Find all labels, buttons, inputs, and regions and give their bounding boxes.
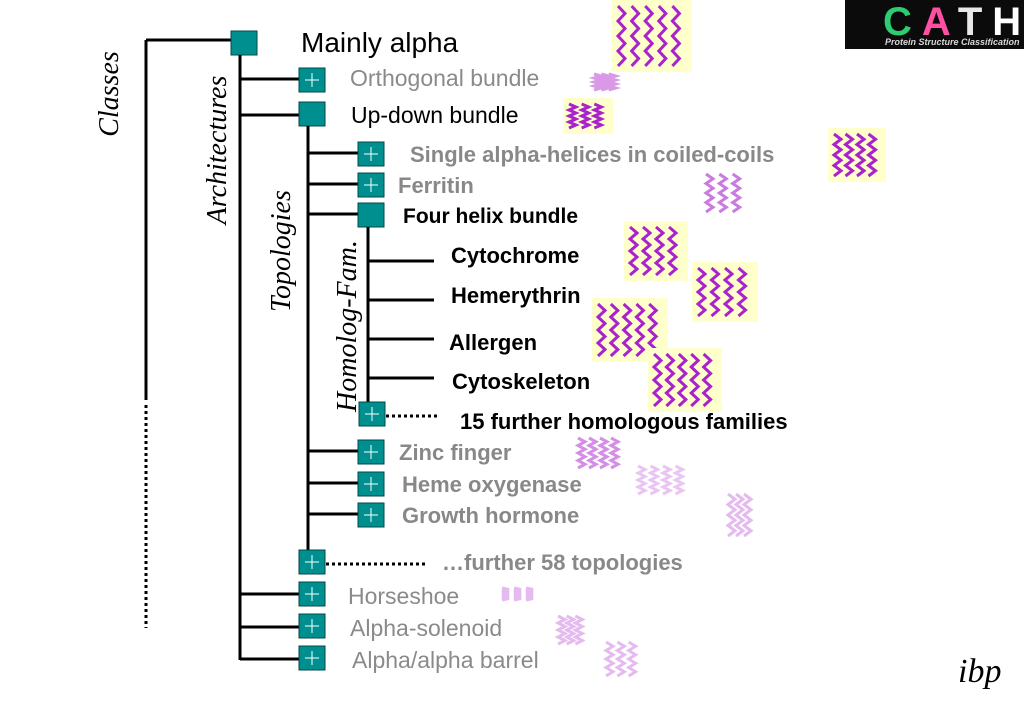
topology-label-zinc-finger: Zinc finger <box>399 440 512 465</box>
protein-thumb-up-down <box>563 98 613 134</box>
logo-letter-h: H <box>992 0 1024 44</box>
further-families-label: 15 further homologous families <box>460 409 788 434</box>
ibp-logo: ibp <box>958 653 1002 690</box>
protein-thumb-solenoid <box>554 614 586 646</box>
family-label-hemerythrin: Hemerythrin <box>451 283 581 308</box>
protein-thumb-orthogonal <box>588 72 622 92</box>
architecture-label-horseshoe: Horseshoe <box>348 583 460 609</box>
protein-thumb-mainly-alpha <box>612 0 692 72</box>
topology-label-four-helix-bundle: Four helix bundle <box>403 205 579 228</box>
protein-thumb-ferritin <box>703 172 743 214</box>
topology-node-heme <box>357 471 385 497</box>
protein-thumb-single-helices <box>828 128 886 182</box>
architecture-node-orthogonal <box>298 67 326 93</box>
protein-thumb-barrel <box>603 640 639 678</box>
logo-letter-a: A <box>921 0 958 44</box>
family-label-cytochrome: Cytochrome <box>451 243 580 268</box>
protein-thumb-hemerythrin <box>692 262 758 322</box>
cath-logo: CATH Protein Structure Classification <box>845 0 1024 49</box>
protein-thumb-growth <box>725 492 754 538</box>
architecture-label-alpha-solenoid: Alpha-solenoid <box>350 615 503 641</box>
cath-logo-letters: CATH <box>883 2 1024 42</box>
family-label-cytoskeleton: Cytoskeleton <box>452 369 591 394</box>
axis-label-topologies: Topologies <box>266 190 297 312</box>
family-label-allergen: Allergen <box>449 330 538 355</box>
architecture-label-up-down-bundle: Up-down bundle <box>351 102 519 128</box>
protein-thumb-cytoskeleton <box>648 348 722 412</box>
architecture-node-up-down <box>298 101 326 127</box>
protein-thumb-horseshoe <box>501 586 534 602</box>
topology-label-ferritin: Ferritin <box>398 173 474 198</box>
architecture-label-orthogonal-bundle: Orthogonal bundle <box>350 65 540 91</box>
axis-label-classes: Classes <box>94 51 125 137</box>
topology-node-four-helix <box>357 202 385 228</box>
logo-letter-c: C <box>883 0 922 44</box>
topology-label-heme-oxygenase: Heme oxygenase <box>402 472 582 497</box>
axis-label-architectures: Architectures <box>202 75 233 225</box>
topology-label-growth-hormone: Growth hormone <box>402 503 580 528</box>
logo-letter-t: T <box>957 0 993 44</box>
cath-logo-subtitle: Protein Structure Classification <box>885 37 1020 47</box>
class-node <box>230 30 258 56</box>
topology-label-single-alpha-helices: Single alpha-helices in coiled-coils <box>410 142 775 167</box>
protein-thumb-zinc <box>574 436 622 470</box>
protein-thumb-heme <box>634 464 686 496</box>
architecture-label-alpha-alpha-barrel: Alpha/alpha barrel <box>352 647 539 673</box>
further-topologies-label: …further 58 topologies <box>442 550 683 575</box>
axis-label-homolog-fam: Homolog-Fam. <box>332 240 363 412</box>
protein-thumb-cytochrome <box>624 221 688 281</box>
class-label-mainly-alpha: Mainly alpha <box>301 27 459 58</box>
